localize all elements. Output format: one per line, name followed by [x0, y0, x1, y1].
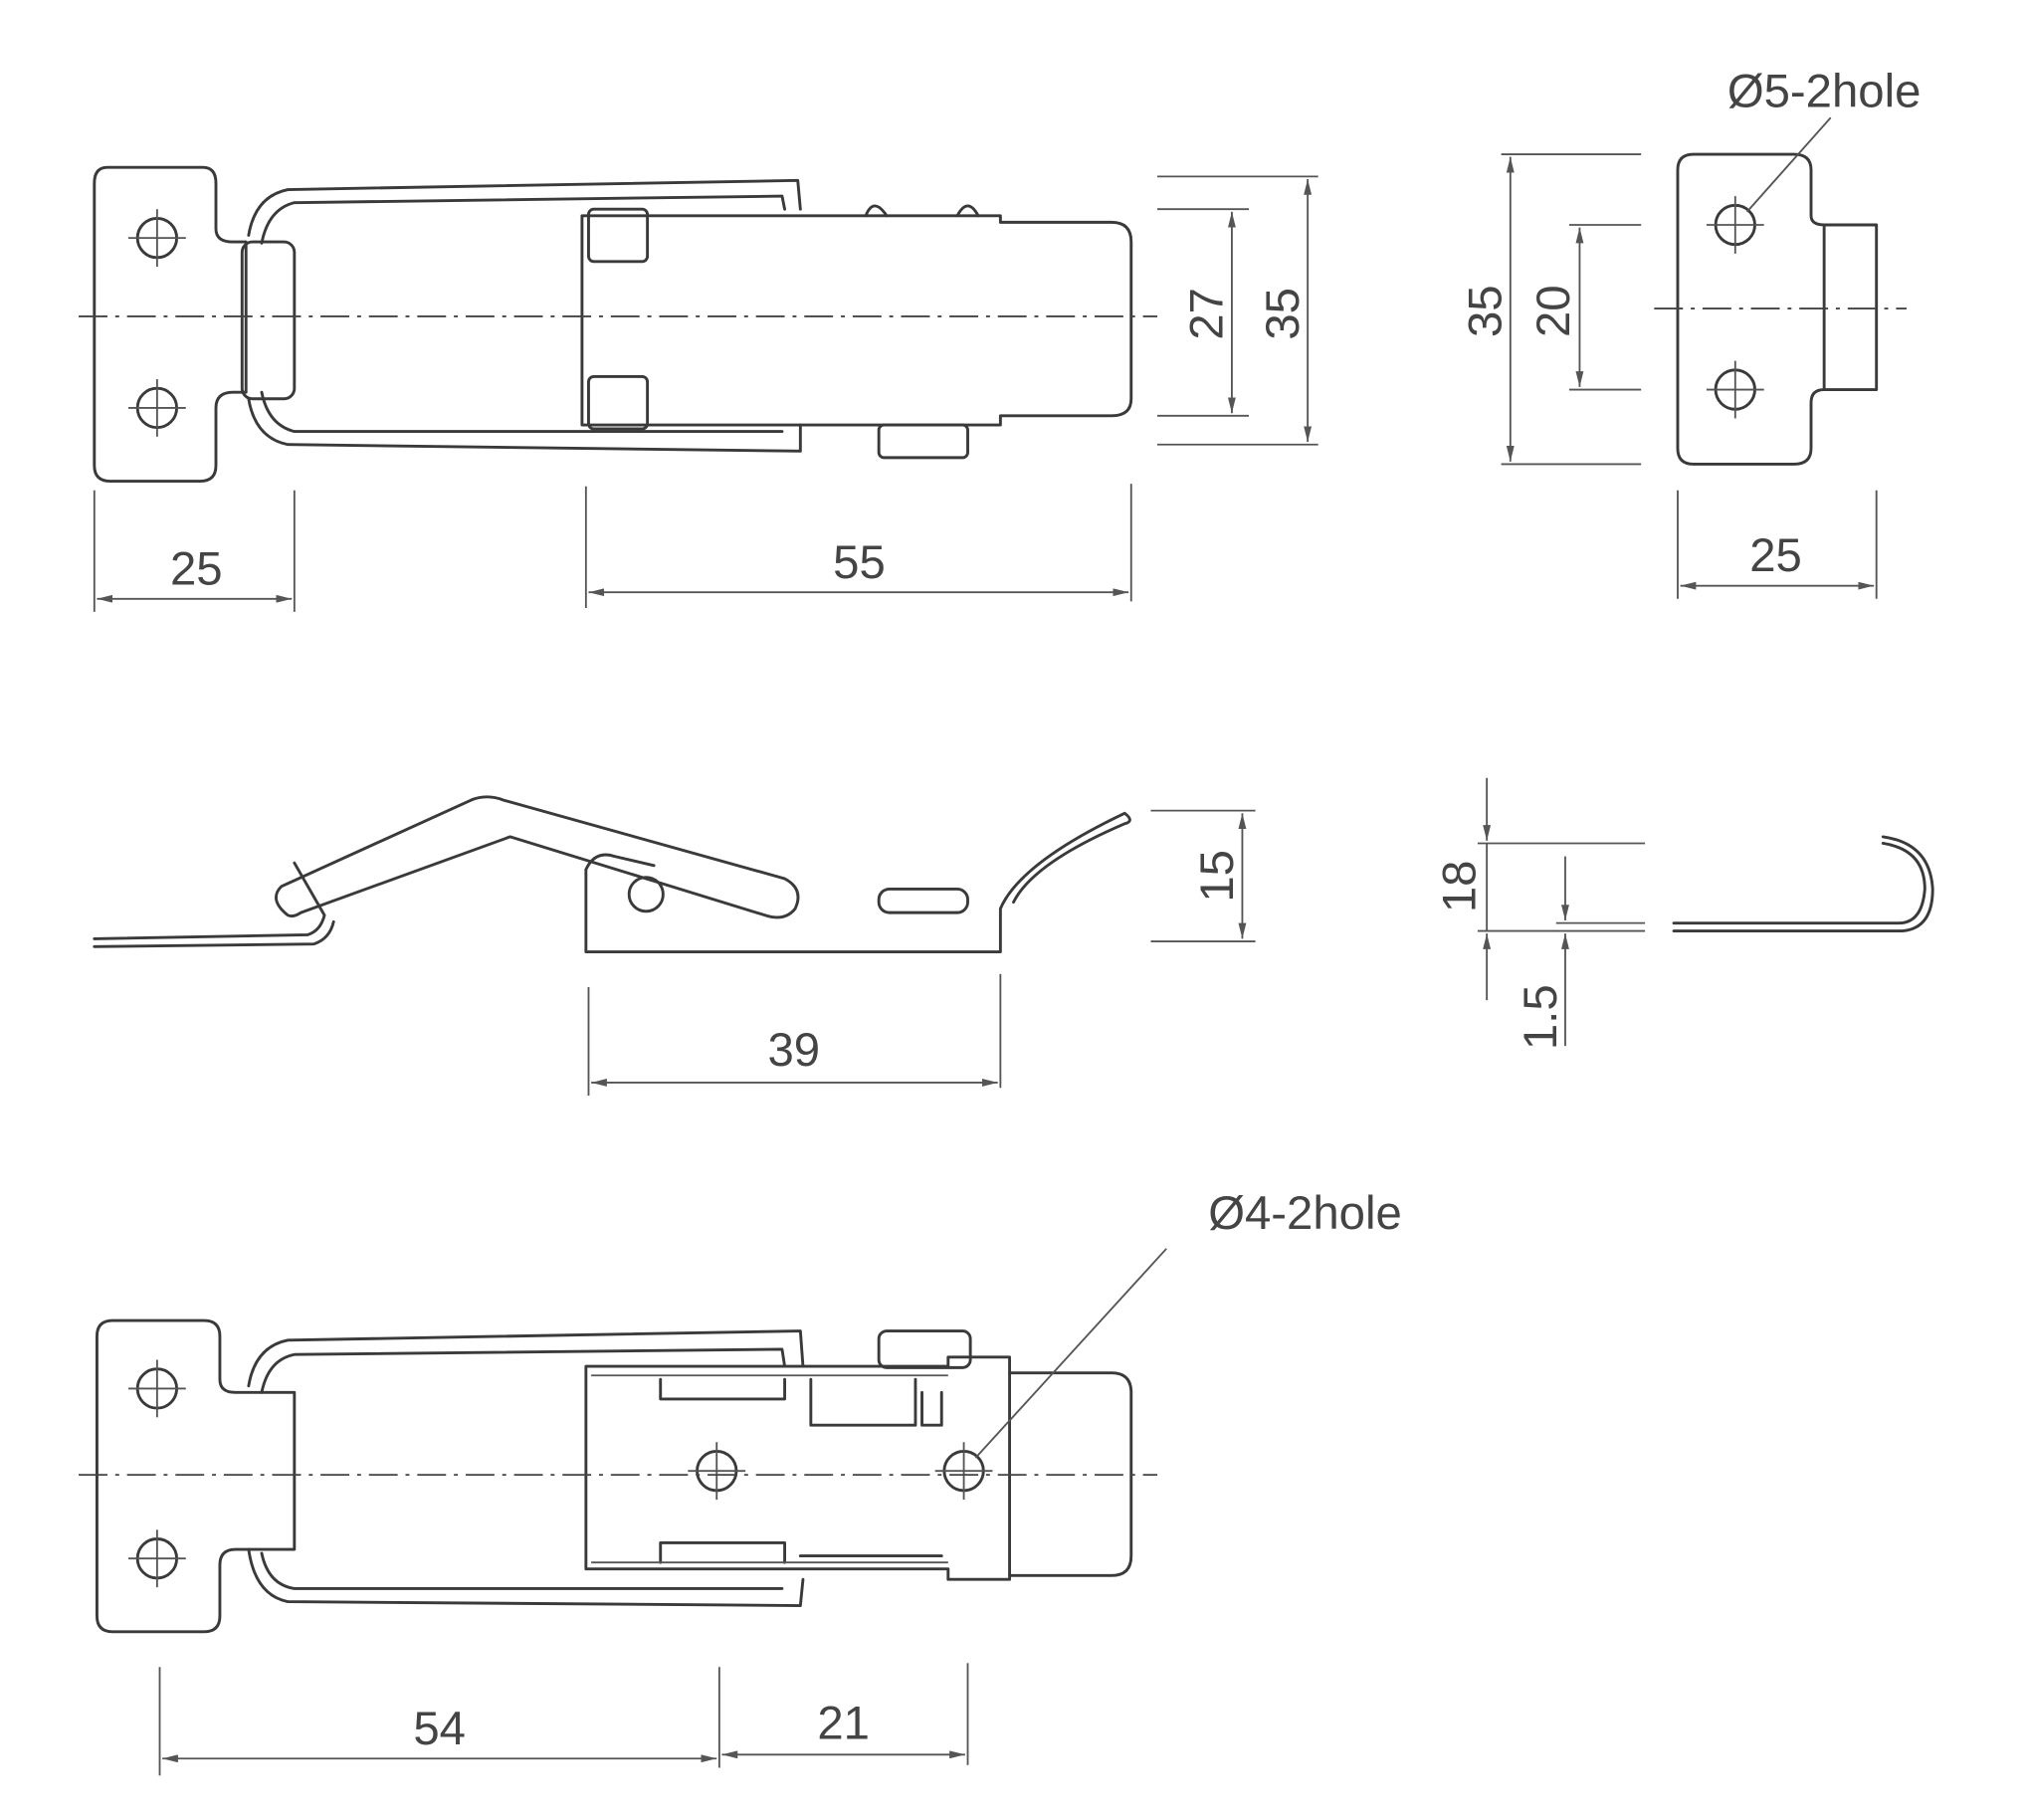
dim-body-length: 55 [833, 536, 886, 589]
dim-hole-spacing: 20 [1527, 285, 1580, 337]
dim-plate-width: 25 [170, 542, 223, 595]
mounting-hole [126, 1527, 188, 1589]
catch-plate-view: 35 20 25 Ø5-2hole [1460, 66, 1922, 599]
body-hole [686, 1440, 747, 1502]
mounting-hole [126, 377, 188, 439]
dim-inner-height: 27 [1181, 288, 1234, 340]
bottom-view: Ø4-2hole 54 21 [79, 1187, 1402, 1776]
dim-catch-width: 25 [1749, 529, 1802, 582]
mounting-hole [126, 207, 188, 269]
hole-note-body: Ø4-2hole [1208, 1187, 1402, 1240]
dim-side-height: 15 [1191, 850, 1244, 903]
dim-hole-to-hole: 54 [413, 1703, 466, 1755]
hole-note-catch: Ø5-2hole [1727, 66, 1922, 118]
mounting-hole [1705, 194, 1766, 256]
dim-body-hole-spacing: 21 [817, 1698, 870, 1750]
dim-thickness: 1.5 [1515, 984, 1567, 1050]
dim-side-length: 39 [767, 1024, 820, 1077]
mounting-hole [1705, 359, 1766, 420]
side-view: 15 39 [93, 795, 1256, 1097]
catch-side-view: 18 1.5 [1433, 777, 1934, 1050]
body-hole [933, 1440, 994, 1502]
top-view: 25 55 27 35 [79, 165, 1318, 612]
dim-catch-height: 35 [1460, 285, 1513, 337]
mounting-hole [126, 1358, 188, 1419]
dim-hook-height: 18 [1433, 861, 1486, 913]
dim-outer-height: 35 [1257, 288, 1310, 340]
